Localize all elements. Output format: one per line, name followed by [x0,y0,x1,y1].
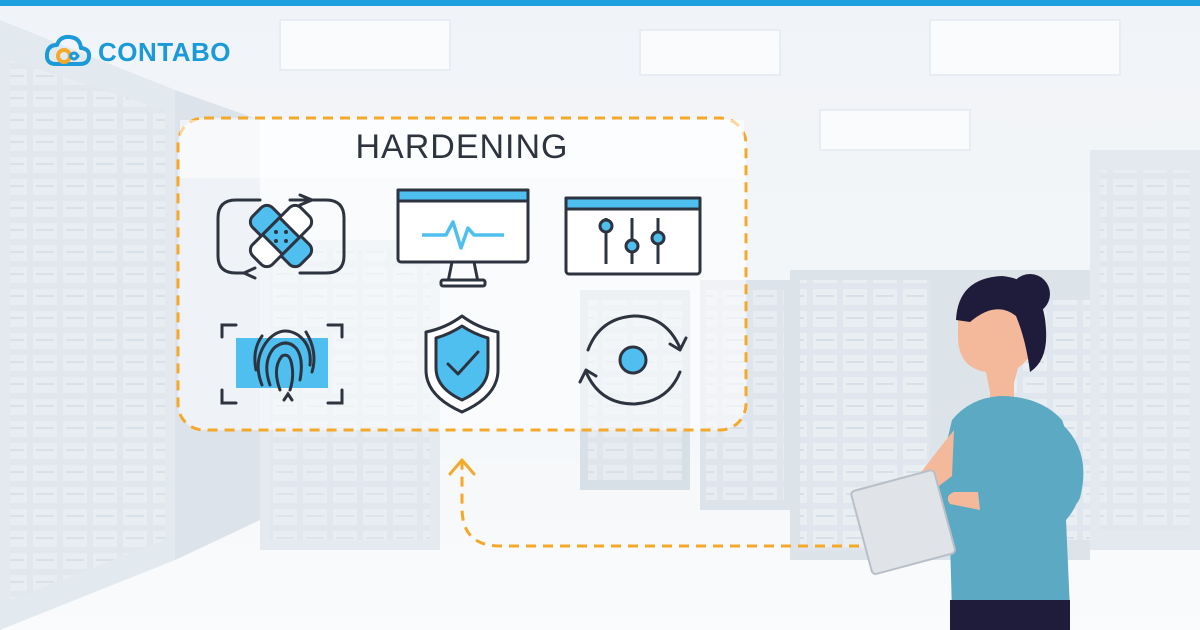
cloud-logo-icon [44,34,92,66]
settings-sliders-icon [564,196,702,276]
monitor-activity-icon [396,188,530,288]
fingerprint-scan-icon [220,323,344,405]
patch-bandage-icon [216,193,346,280]
shield-check-icon [424,314,500,414]
brand-name: CONTABO [98,36,232,67]
top-accent-bar [0,0,1200,6]
brand-logo: CONTABO [44,30,231,74]
panel-title: HARDENING [355,128,569,166]
update-cycle-icon [578,314,688,406]
